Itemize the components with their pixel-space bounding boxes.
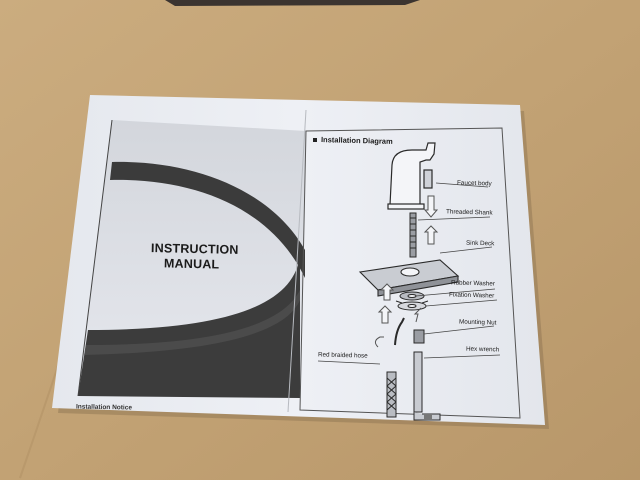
sink-deck-drawing — [358, 259, 460, 297]
heading-bullet — [313, 138, 317, 142]
label-rubber-washer: Rubber Washer — [450, 279, 495, 288]
label-red-braided-hose: Red braided hose — [317, 351, 368, 360]
cardboard-edge-top — [165, 0, 420, 6]
diagram-frame — [299, 127, 521, 419]
label-fixation-washer: Fixation Washer — [448, 291, 495, 300]
washers-drawing — [395, 291, 429, 311]
diagram-heading: Installation Diagram — [320, 135, 393, 146]
manual-title-line2: MANUAL — [163, 256, 220, 272]
cover-border — [77, 119, 113, 397]
cover-band-bottom — [78, 255, 300, 398]
label-leaders — [317, 182, 501, 365]
cardboard-crease — [19, 359, 61, 479]
diagram-page — [299, 127, 521, 421]
installation-notice-text: Installation Notice — [75, 403, 133, 412]
faucet-body-drawing — [387, 142, 436, 210]
mounting-nut-drawing — [413, 329, 425, 344]
label-mounting-nut: Mounting Nut — [458, 318, 497, 327]
cover-page — [77, 119, 306, 398]
cover-band-top — [110, 161, 305, 278]
label-hex-wrench: Hex wrench — [465, 345, 500, 354]
threaded-shank-drawing — [409, 212, 417, 258]
label-sink-deck: Sink Deck — [465, 239, 495, 248]
label-threaded-shank: Threaded Shank — [445, 208, 493, 217]
bottom-fitting — [424, 414, 432, 420]
label-faucet-body: Faucet body — [456, 179, 492, 188]
braided-hose-drawing — [386, 317, 405, 418]
page-fold — [287, 109, 307, 413]
cover-band-lower-stripe — [84, 290, 300, 355]
assembly-arrows — [374, 195, 439, 348]
manual-title-line1: INSTRUCTION — [150, 241, 239, 257]
